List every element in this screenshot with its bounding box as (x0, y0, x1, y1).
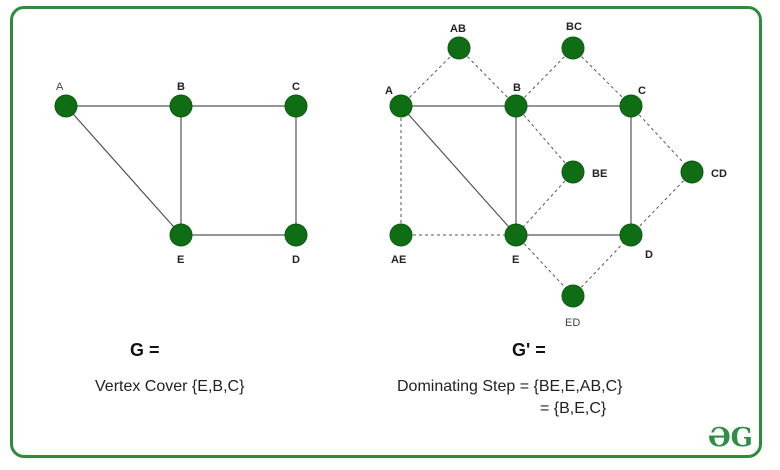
gp-dashed-edge-be-e (515, 171, 574, 236)
g-node-label-d: D (292, 254, 300, 266)
gp-node-label-cd: CD (711, 168, 727, 180)
gp-node-label-ab: AB (450, 23, 466, 35)
g-prime-title: G' = (512, 340, 546, 360)
gp-node-b (504, 94, 528, 118)
gp-node-ae (389, 223, 413, 247)
gp-node-label-be: BE (592, 168, 607, 180)
gp-node-e (504, 223, 528, 247)
gp-node-label-ed: ED (565, 317, 580, 329)
dominating-step-line-1: Dominating Step = {BE,E,AB,C} (397, 378, 623, 395)
gp-node-label-d: D (645, 249, 653, 261)
gp-node-d (619, 223, 643, 247)
gp-node-label-b: B (513, 82, 521, 94)
gp-dashed-edge-e-ed (515, 234, 574, 297)
dominating-step-line-2: = {B,E,C} (540, 400, 607, 417)
vertex-cover-caption: Vertex Cover {E,B,C} (95, 378, 245, 395)
gp-node-ab (447, 36, 471, 60)
g-node-label-c: C (292, 81, 300, 93)
g-node-e (169, 223, 193, 247)
gp-node-label-ae: AE (391, 254, 406, 266)
g-node-label-a: A (56, 81, 64, 93)
gp-dashed-edge-a-ab (400, 47, 460, 107)
gp-edge-a-e (400, 105, 517, 236)
g-node-b (169, 94, 193, 118)
g-node-c (284, 94, 308, 118)
gp-node-cd (680, 160, 704, 184)
gp-dashed-edge-b-bc (515, 47, 574, 107)
g-node-label-e: E (177, 254, 184, 266)
gp-dashed-edge-b-be (515, 105, 574, 173)
gp-dashed-edge-ab-b (458, 47, 517, 107)
gp-node-label-c: C (638, 85, 646, 97)
geeksforgeeks-logo: ƏG (708, 423, 753, 453)
g-edge-a-e (65, 105, 182, 236)
gp-node-ed (561, 284, 585, 308)
gp-node-label-a: A (385, 85, 393, 97)
gp-dashed-edge-bc-c (572, 47, 632, 107)
gp-dashed-edge-c-cd (630, 105, 693, 173)
gp-dashed-edge-cd-d (630, 171, 693, 236)
gp-node-bc (561, 36, 585, 60)
gp-node-be (561, 160, 585, 184)
gp-node-label-bc: BC (566, 21, 582, 33)
g-node-label-b: B (177, 81, 185, 93)
gp-dashed-edge-ed-d (572, 234, 632, 297)
gp-node-label-e: E (512, 254, 519, 266)
g-node-d (284, 223, 308, 247)
gp-node-a (389, 94, 413, 118)
g-node-a (54, 94, 78, 118)
gp-node-c (619, 94, 643, 118)
g-title: G = (130, 340, 160, 360)
